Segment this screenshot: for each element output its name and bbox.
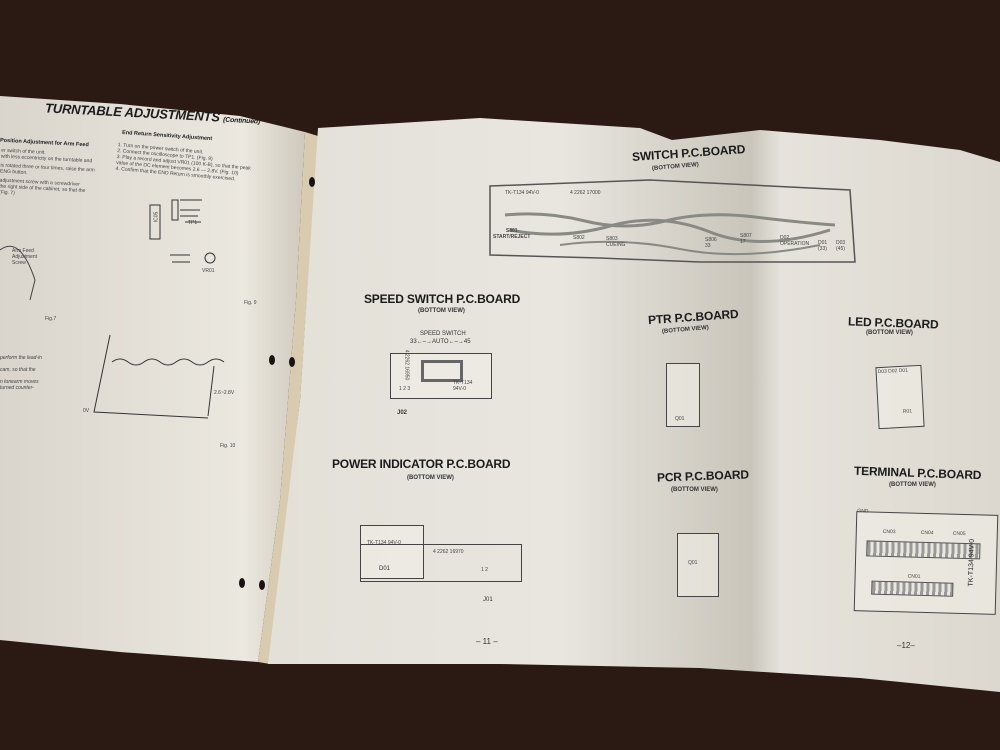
terminal-board: GND CN03 CN04 CN05 CN01 TK-T134 94V-0 xyxy=(853,508,999,615)
board-code: TK-T134 94V-0 xyxy=(367,540,401,546)
speed-switch-subtitle: (BOTTOM VIEW) xyxy=(418,308,465,314)
instruction-line: turned counter- xyxy=(0,385,34,391)
j02-label: J02 xyxy=(397,410,408,416)
speed-switch-label: SPEED SWITCH xyxy=(420,331,466,337)
power-indicator-title: POWER INDICATOR P.C.BOARD xyxy=(332,457,511,471)
page-number-11: – 11 – xyxy=(476,637,498,646)
switch-label-d03: D03 (45) xyxy=(836,240,846,252)
speed-switch-title: SPEED SWITCH P.C.BOARD xyxy=(364,292,521,306)
instruction-line: n tonearm moves xyxy=(0,379,39,385)
switch-board-code: TK-T134 94V-0 xyxy=(505,190,539,196)
arm-feed-screw-label: Arm Feed Adjustment Screw xyxy=(12,248,38,266)
board-code: TK-T134 94V-0 xyxy=(453,380,473,392)
switch-label-start-reject: S801 START/REJECT xyxy=(493,228,531,240)
fig7-arc xyxy=(0,245,36,301)
speed-switch-positions: 33←–→AUTO←–→45 xyxy=(410,339,471,345)
title-suffix: (Continued) xyxy=(222,116,261,126)
cn04-label: CN04 xyxy=(920,529,934,537)
instruction-line: perform the lead-in xyxy=(0,355,42,361)
q01-label: Q01 xyxy=(675,416,685,422)
speed-switch-board: TK-T134 94V-0 1 2 3 4 2262 16950 xyxy=(390,349,492,399)
power-indicator-trace-area: 4 2262 16970 1 2 xyxy=(360,544,522,582)
lead-in-instructions: perform the lead-in cam, so that the n t… xyxy=(0,355,42,391)
switch-label-33: S806 33 xyxy=(705,237,717,249)
power-indicator-subtitle: (BOTTOM VIEW) xyxy=(407,475,454,481)
led-board-subtitle: (BOTTOM VIEW) xyxy=(866,330,913,336)
switch-board-traces xyxy=(489,179,856,263)
switch-label-d01: D01 (33) xyxy=(818,240,828,252)
switch-board-part-number: 4 2262 17000 xyxy=(570,190,601,196)
switch-contacts xyxy=(421,360,463,382)
binding-holes xyxy=(239,177,315,590)
cn01-label: CN01 xyxy=(907,573,921,580)
q01-label: Q01 xyxy=(688,560,698,566)
pcr-board: Q01 xyxy=(677,533,719,597)
j01-label: J01 xyxy=(483,597,493,603)
vr01-label: VR01 xyxy=(202,268,215,274)
switch-label-17: S807 17 xyxy=(740,233,752,245)
board-code: TK-T134 94V-0 xyxy=(967,538,976,587)
r01-label: R01 xyxy=(902,408,913,415)
cn01-connector xyxy=(871,580,954,597)
fig9-caption: Fig. 9 xyxy=(244,300,257,306)
board-part-number: 4 2262 16950 xyxy=(403,349,410,381)
instruction-line: cam, so that the xyxy=(0,367,36,373)
led-labels: D03 D02 D01 xyxy=(877,367,909,376)
pcr-board-subtitle: (BOTTOM VIEW) xyxy=(671,487,718,493)
cn05-label: CN05 xyxy=(952,530,966,538)
ic05-label: IC05 xyxy=(153,211,160,223)
page-edge-spine xyxy=(258,132,318,664)
arm-feed-instructions: er switch of the unit. with less eccentr… xyxy=(0,148,96,201)
switch-label-operation: D02 OPERATION xyxy=(780,235,810,247)
switch-label-cueing: S803 CUEING xyxy=(606,236,626,248)
d01-label: D01 xyxy=(379,566,391,572)
voltage-range-label: 2.6~2.8V xyxy=(214,390,235,396)
switch-label-s802: S802 xyxy=(573,235,585,241)
page-number-12: –12– xyxy=(897,641,915,650)
pin-numbers: 1 2 xyxy=(481,567,488,573)
terminal-board-subtitle: (BOTTOM VIEW) xyxy=(889,482,936,488)
upper-connectors xyxy=(866,540,981,560)
cn03-label: CN03 xyxy=(882,528,896,536)
led-board: D03 D02 D01 R01 xyxy=(875,364,925,430)
ptr-board: Q01 xyxy=(666,363,700,427)
fig10-waveform xyxy=(93,334,225,419)
fig9-diagram xyxy=(149,199,216,264)
fig10-caption: Fig. 10 xyxy=(220,443,236,449)
pin-numbers: 1 2 3 xyxy=(399,386,411,392)
tp1-label: TP1 xyxy=(188,220,198,226)
part-number: 4 2262 16970 xyxy=(433,549,464,555)
fig7-caption: Fig.7 xyxy=(45,316,57,322)
zero-volt-label: 0V xyxy=(83,408,90,414)
left-page xyxy=(0,96,305,662)
gnd-label: GND xyxy=(857,508,869,515)
